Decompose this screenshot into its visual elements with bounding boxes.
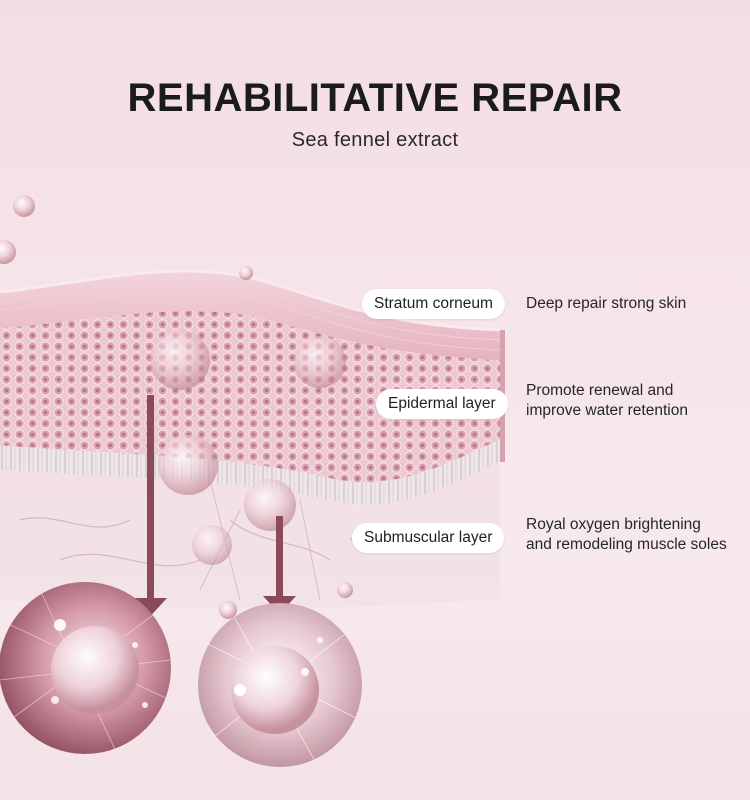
page-title: REHABILITATIVE REPAIR	[127, 76, 623, 120]
desc-line: Deep repair strong skin	[526, 295, 687, 312]
desc-line: improve water retention	[526, 402, 688, 419]
orb-left	[0, 582, 171, 754]
desc-line: Royal oxygen brightening	[526, 516, 701, 533]
desc-line: Promote renewal and	[526, 382, 674, 399]
label-stratum-corneum: Stratum corneum	[362, 289, 505, 319]
desc-epidermal-layer: Promote renewal and improve water retent…	[526, 381, 688, 421]
label-submuscular-layer: Submuscular layer	[352, 523, 505, 553]
desc-line: and remodeling muscle soles	[526, 536, 727, 553]
arrow-left	[134, 395, 167, 616]
page-subtitle: Sea fennel extract	[291, 129, 459, 151]
label-epidermal-layer: Epidermal layer	[376, 389, 508, 419]
desc-stratum-corneum: Deep repair strong skin	[526, 294, 686, 314]
desc-submuscular-layer: Royal oxygen brightening and remodeling …	[526, 515, 727, 555]
orb-right	[198, 603, 362, 767]
